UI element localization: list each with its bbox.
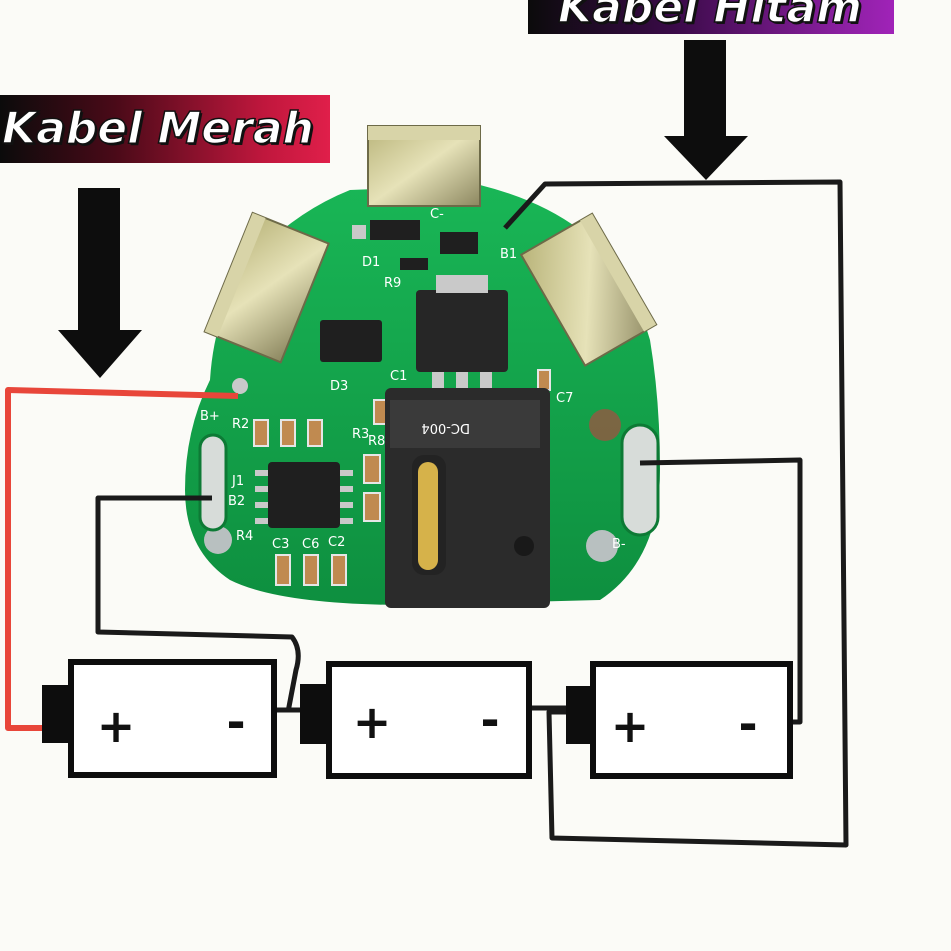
dc-connector bbox=[385, 388, 550, 608]
silk-r9: R9 bbox=[384, 276, 401, 291]
terminal-left bbox=[203, 211, 330, 364]
silk-r3: R3 bbox=[352, 427, 369, 442]
red-cable-label: Kabel Merah bbox=[0, 95, 330, 163]
silk-c1: C1 bbox=[390, 369, 407, 384]
silk-b2: B2 bbox=[228, 494, 245, 509]
battery-3-plus: + bbox=[611, 699, 650, 753]
silk-j1: J1 bbox=[231, 474, 244, 489]
black-cable-label: Kabel Hitam bbox=[528, 0, 894, 34]
battery-3: + - bbox=[566, 661, 793, 779]
battery-2-plus: + bbox=[353, 695, 392, 749]
battery-1-plus: + bbox=[97, 699, 136, 753]
silk-b1: B1 bbox=[500, 247, 517, 262]
silk-r4: R4 bbox=[236, 529, 253, 544]
silk-b-plus: B+ bbox=[200, 409, 220, 424]
silk-c-minus: C- bbox=[430, 207, 444, 222]
silk-d1: D1 bbox=[362, 255, 380, 270]
silk-d3: D3 bbox=[330, 379, 348, 394]
down-arrow-left bbox=[58, 188, 142, 378]
down-arrow-right bbox=[664, 40, 748, 180]
terminal-right bbox=[519, 212, 658, 367]
battery-1-minus: - bbox=[226, 695, 245, 749]
silk-b-minus: B- bbox=[612, 537, 626, 552]
silk-r8: R8 bbox=[368, 434, 385, 449]
silk-r2: R2 bbox=[232, 417, 249, 432]
silk-c2: C2 bbox=[328, 535, 345, 550]
silk-c6: C6 bbox=[302, 537, 319, 552]
battery-2: + - bbox=[300, 661, 532, 779]
battery-2-minus: - bbox=[480, 693, 499, 747]
black-wire-b2 bbox=[95, 495, 301, 713]
silk-c7: C7 bbox=[556, 391, 573, 406]
battery-1: + - bbox=[42, 659, 277, 778]
silk-connector: DC-004 bbox=[421, 420, 470, 435]
battery-3-minus: - bbox=[738, 697, 757, 751]
red-wire bbox=[5, 387, 239, 731]
black-wire-b1 bbox=[503, 179, 849, 848]
terminal-top bbox=[367, 125, 481, 207]
silk-c3: C3 bbox=[272, 537, 289, 552]
